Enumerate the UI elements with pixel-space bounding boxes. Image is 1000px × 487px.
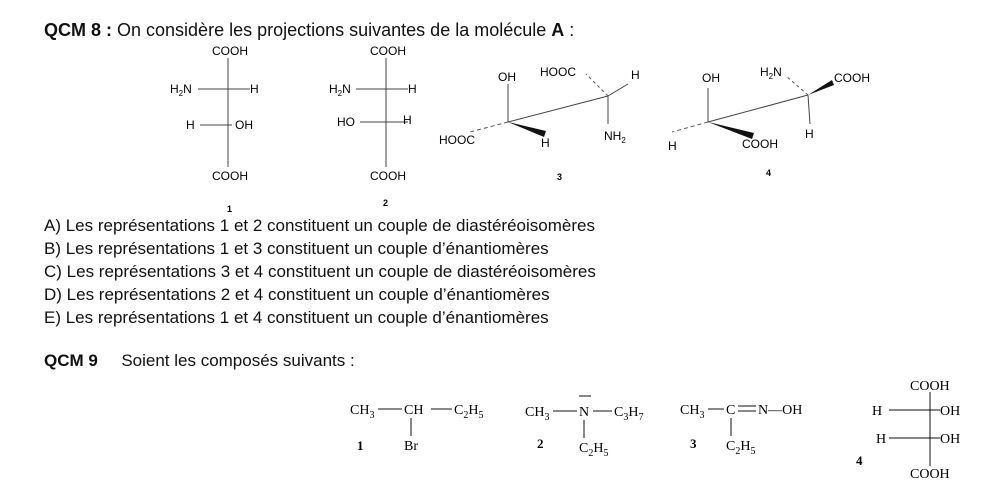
qcm8-option-d: D) Les représentations 2 et 4 constituen… xyxy=(44,285,550,304)
qcm8-option-c: C) Les représentations 3 et 4 constituen… xyxy=(44,262,596,281)
f1-r1-right: H xyxy=(250,82,259,96)
fischer-projection-2: COOH H2N H HO H COOH 2 xyxy=(329,44,417,208)
c3b-n-oh: N—OH xyxy=(758,403,802,418)
f1-top: COOH xyxy=(212,44,248,58)
c4b-top: COOH xyxy=(910,379,950,394)
c4-number: 4 xyxy=(766,168,771,178)
f2-top: COOH xyxy=(370,44,406,58)
f2-r2-right: H xyxy=(403,113,412,127)
qcm8-molecule: A xyxy=(551,20,565,40)
f2-number: 2 xyxy=(383,198,388,208)
c3-hooc-bottom: HOOC xyxy=(439,133,475,147)
f1-r2-left: H xyxy=(186,118,195,132)
c4b-r1-right: OH xyxy=(940,404,960,419)
compound-2: CH3 N C3H7 C2H5 2 xyxy=(525,395,643,459)
c3b-number: 3 xyxy=(690,436,697,451)
c3b-ch3: CH3 xyxy=(680,403,704,421)
c2-ch3: CH3 xyxy=(525,405,549,423)
c1-c2h5: C2H5 xyxy=(454,403,483,421)
c4-h-right: H xyxy=(805,127,814,141)
qcm9-compounds: CH3 CH C2H5 Br 1 CH3 N C3H7 C2H5 2 CH3 C xyxy=(350,379,960,482)
c2-number: 2 xyxy=(537,436,544,451)
c4b-r2-left: H xyxy=(876,432,886,447)
f2-r2-left: HO xyxy=(337,115,355,129)
c2-n: N xyxy=(579,405,589,420)
qcm8-label: QCM 8 : xyxy=(44,20,113,40)
compound-4: COOH H OH H OH COOH 4 xyxy=(856,379,960,482)
c2-c2h5: C2H5 xyxy=(579,441,608,459)
qcm9-title: QCM 9 Soient les composés suivants : xyxy=(44,351,355,371)
f1-number: 1 xyxy=(227,204,232,214)
cram-projection-3: OH HOOC H HOOC H NH2 3 xyxy=(439,65,640,182)
c4b-bottom: COOH xyxy=(910,467,950,482)
compound-3: CH3 C N—OH C2H5 3 xyxy=(680,403,802,457)
c4-oh: OH xyxy=(702,71,720,85)
c4b-r1-left: H xyxy=(872,404,882,419)
qcm8-option-a: A) Les représentations 1 et 2 constituen… xyxy=(44,216,595,235)
qcm8-option-e: E) Les représentations 1 et 4 constituen… xyxy=(44,308,549,327)
compound-1: CH3 CH C2H5 Br 1 xyxy=(350,403,483,454)
c2-c3h7: C3H7 xyxy=(614,405,643,423)
c4b-number: 4 xyxy=(856,453,863,468)
c3b-c: C xyxy=(726,403,735,418)
c4-cooh-top: COOH xyxy=(834,71,870,85)
c3-h-top: H xyxy=(631,68,640,82)
c1-br: Br xyxy=(404,439,418,454)
c3-nh2: NH2 xyxy=(604,129,626,145)
f1-r2-right: OH xyxy=(235,118,253,132)
c4b-r2-right: OH xyxy=(940,432,960,447)
qcm8-title: QCM 8 : On considère les projections sui… xyxy=(44,20,574,41)
qcm8-text: On considère les projections suivantes d… xyxy=(112,20,552,40)
c3b-c2h5: C2H5 xyxy=(726,439,755,457)
c1-ch: CH xyxy=(404,403,423,418)
qcm8-colon: : xyxy=(564,20,575,40)
c3-oh: OH xyxy=(498,70,516,84)
f2-r1-left: H2N xyxy=(329,82,351,98)
c4-cooh-bottom: COOH xyxy=(742,137,778,151)
qcm8-option-b: B) Les représentations 1 et 3 constituen… xyxy=(44,239,549,258)
c4-h-left: H xyxy=(668,139,677,153)
f1-bottom: COOH xyxy=(212,169,248,183)
cram-projection-4: OH H2N COOH H COOH H 4 xyxy=(668,65,870,178)
c3-h-bottom: H xyxy=(541,136,550,150)
c1-ch3: CH3 xyxy=(350,403,374,421)
f2-r1-right: H xyxy=(408,82,417,96)
c3-hooc-top: HOOC xyxy=(540,65,576,79)
f1-r1-left: H2N xyxy=(170,82,192,98)
c3-number: 3 xyxy=(557,172,562,182)
c1-number: 1 xyxy=(357,438,364,453)
f2-bottom: COOH xyxy=(370,169,406,183)
qcm9-text: Soient les composés suivants : xyxy=(121,351,355,370)
c4-h2n: H2N xyxy=(760,65,782,81)
fischer-projection-1: COOH H2N H H OH COOH 1 xyxy=(170,44,259,214)
qcm9-label: QCM 9 xyxy=(44,351,98,370)
